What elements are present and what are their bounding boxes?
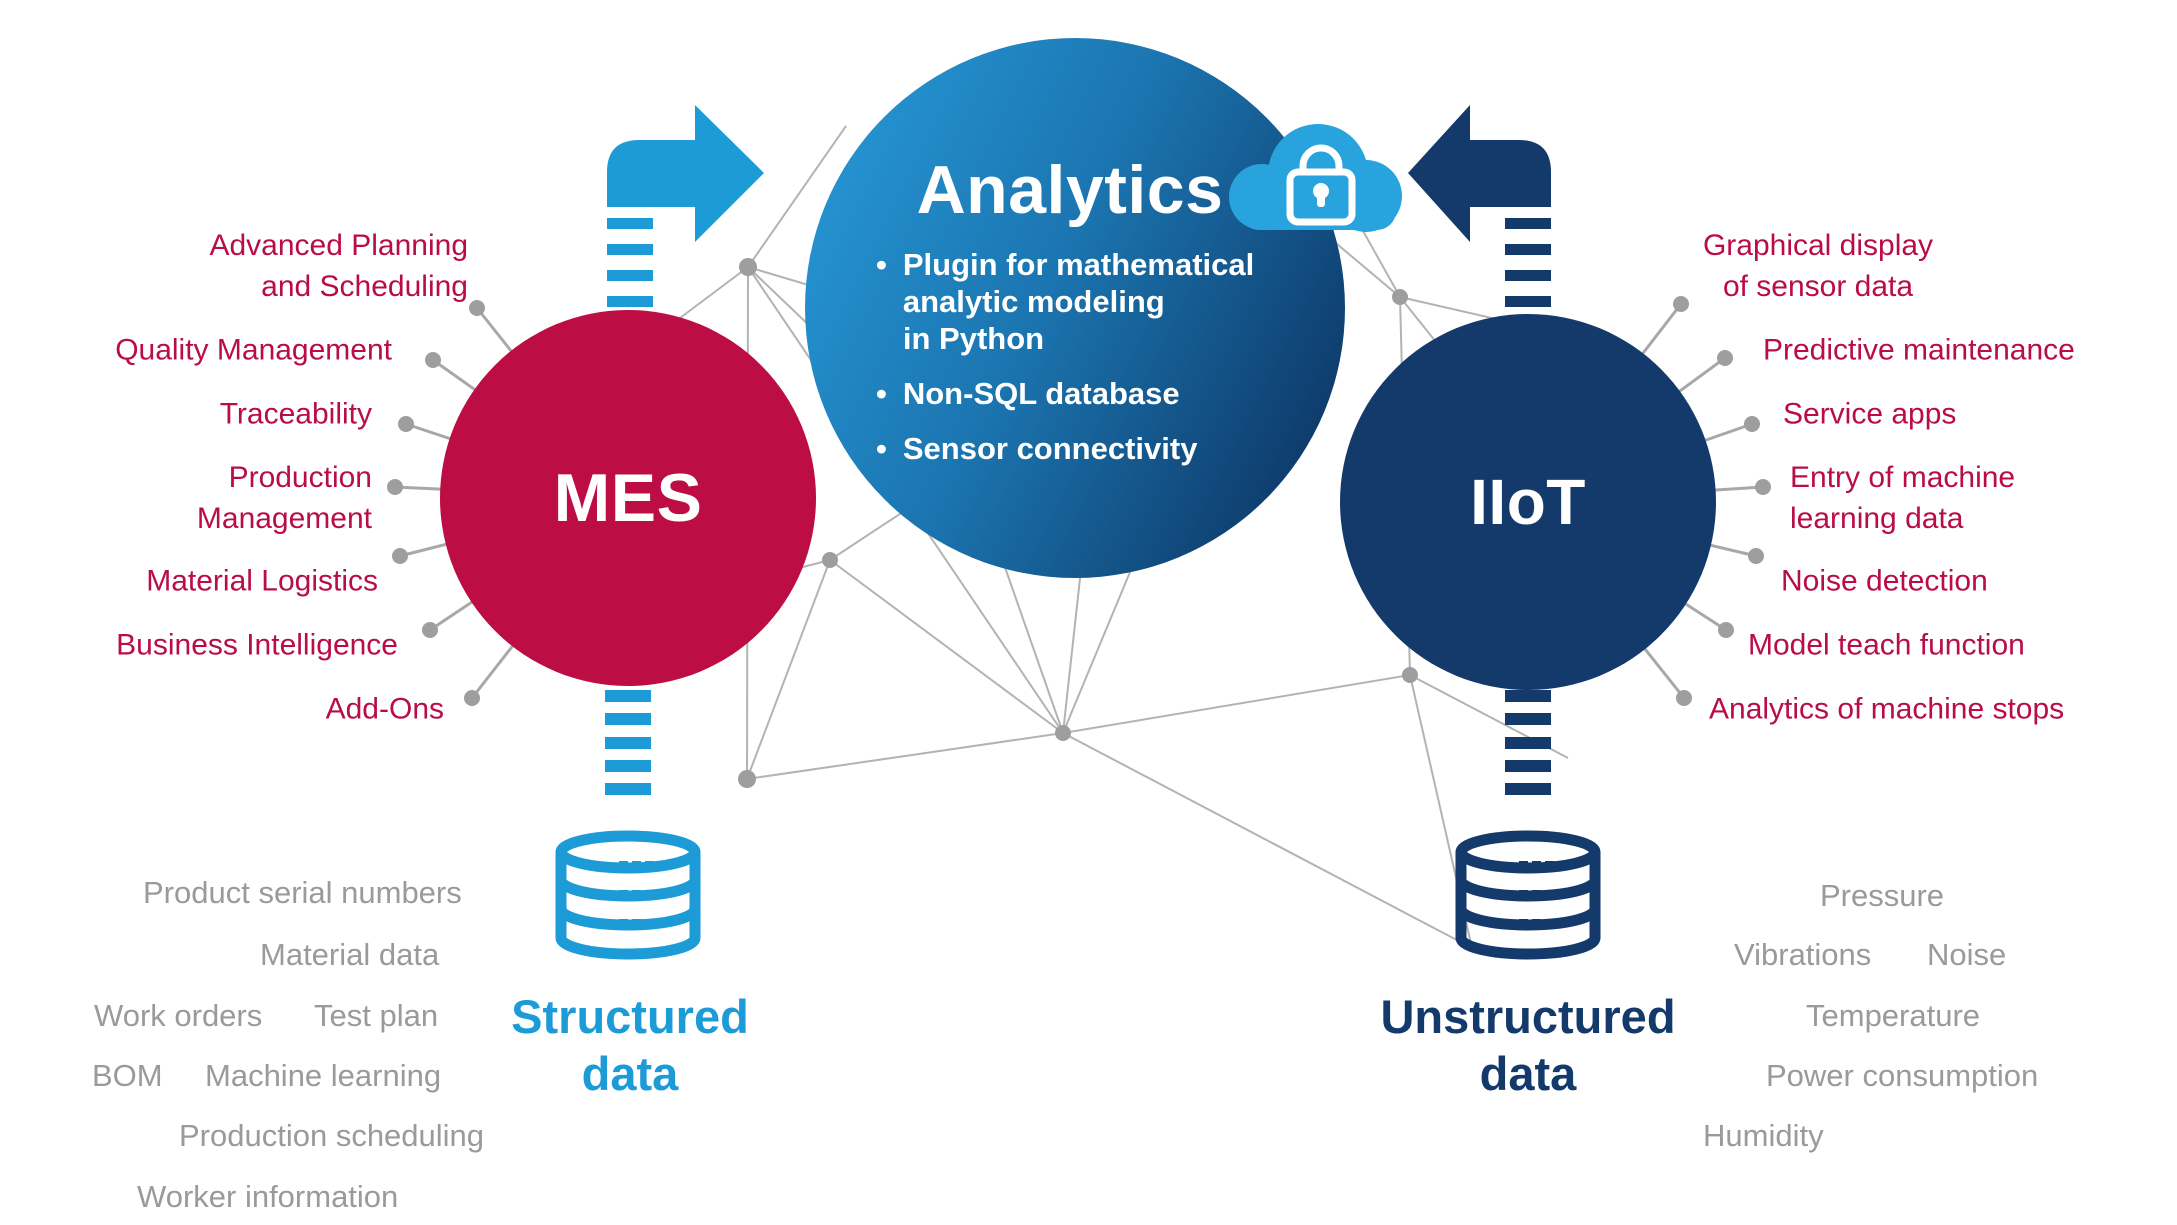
analytics-bullet-list: Plugin for mathematical analytic modelin… [876, 246, 1316, 485]
mes-feature-traceability: Traceability [219, 397, 372, 431]
iiot-feature-predictive-maintenance: Predictive maintenance [1763, 333, 2075, 367]
structured-item-worker-information: Worker information [137, 1179, 399, 1214]
structured-item-production-scheduling: Production scheduling [179, 1118, 485, 1153]
unstructured-item-humidity: Humidity [1703, 1118, 1824, 1153]
unstructured-item-temperature: Temperature [1806, 998, 1981, 1033]
lock-icon [1286, 144, 1356, 226]
structured-item-machine-learning: Machine learning [205, 1058, 442, 1093]
database-icon [561, 836, 695, 954]
iiot-feature-noise-detection: Noise detection [1781, 564, 1988, 598]
network-mesh-nodes [738, 258, 1418, 788]
unstructured-data-title: Unstructured data [1380, 990, 1676, 1100]
iiot-unstructured-dashed-link [1505, 690, 1551, 795]
cloud-lock-icon [1229, 124, 1402, 232]
unstructured-item-noise: Noise [1927, 937, 2007, 972]
unstructured-item-power-consumption: Power consumption [1766, 1058, 2039, 1093]
structured-item-test-plan: Test plan [314, 998, 439, 1033]
iiot-feature-graphical-display: Graphical display of sensor data [1702, 229, 1934, 303]
unstructured-item-pressure: Pressure [1820, 878, 1945, 913]
analytics-bullet: Sensor connectivity [876, 430, 1316, 467]
iiot-feature-machine-stops: Analytics of machine stops [1709, 692, 2065, 726]
structured-item-bom: BOM [92, 1058, 163, 1093]
mes-feature-business-intelligence: Business Intelligence [116, 628, 398, 662]
unstructured-item-vibrations: Vibrations [1734, 937, 1872, 972]
analytics-bullet: Plugin for mathematical analytic modelin… [876, 246, 1316, 357]
mes-circle [440, 310, 816, 686]
mes-structured-dashed-link [605, 690, 651, 795]
database-icon [1461, 836, 1595, 954]
structured-item-product-serial-numbers: Product serial numbers [143, 875, 462, 910]
mes-feature-production-management: Production Management [196, 461, 372, 535]
iiot-feature-entry-machine-learning: Entry of machine learning data [1790, 461, 2016, 535]
iiot-circle-label: IIoT [1470, 466, 1586, 538]
mes-feature-quality-management: Quality Management [115, 333, 392, 367]
mes-feature-advanced-planning: Advanced Planning and Scheduling [209, 229, 468, 303]
arrow-right-icon [607, 105, 764, 307]
analytics-bullet: Non-SQL database [876, 375, 1316, 412]
arrow-left-icon [1408, 105, 1551, 307]
iiot-circle [1340, 314, 1716, 690]
mes-feature-add-ons: Add-Ons [325, 692, 444, 726]
connector-dots [387, 296, 1771, 706]
iiot-feature-service-apps: Service apps [1783, 397, 1957, 431]
structured-item-work-orders: Work orders [94, 998, 263, 1033]
mes-feature-material-logistics: Material Logistics [146, 564, 378, 598]
iiot-feature-model-teach: Model teach function [1748, 628, 2025, 662]
analytics-circle-title: Analytics [916, 152, 1224, 228]
mes-circle-label: MES [553, 460, 703, 536]
structured-item-material-data: Material data [260, 937, 440, 972]
structured-data-title: Structured data [511, 990, 749, 1100]
